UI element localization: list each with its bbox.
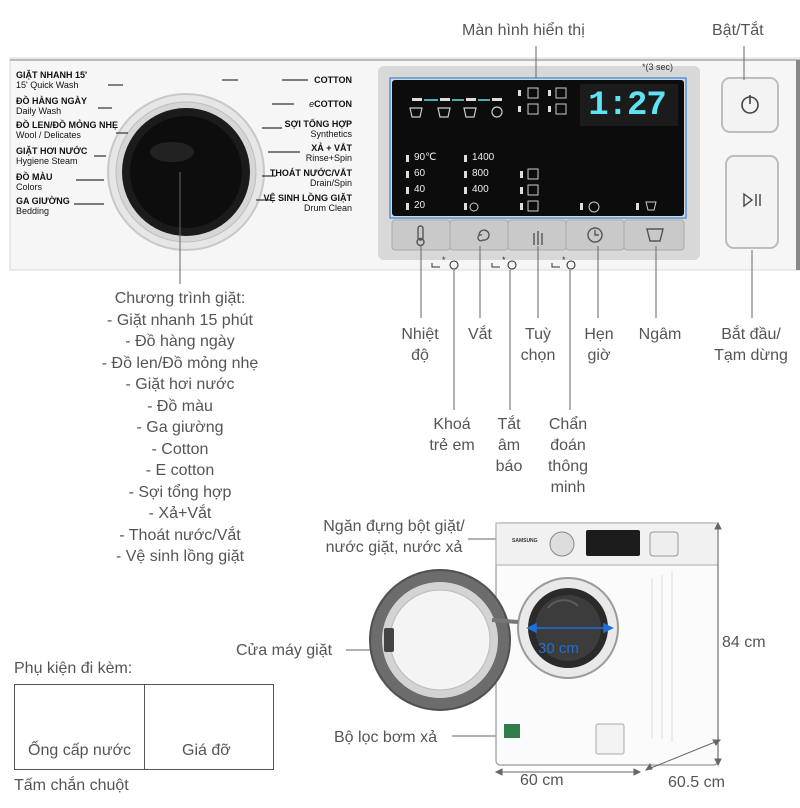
control-buttons[interactable] — [391, 219, 685, 251]
program-item: - Giặt hơi nước — [125, 376, 235, 393]
door-diameter-label: 30 cm — [538, 640, 579, 657]
program-item: - Đồ hàng ngày — [125, 333, 235, 350]
dial-label-daily-wash: ĐỒ HÀNG NGÀY Daily Wash — [16, 96, 88, 116]
program-list-title: Chương trình giặt: — [114, 290, 246, 307]
three-sec-note: *(3 sec) — [642, 62, 674, 72]
child-lock-label: Khoá trẻ em — [429, 416, 475, 454]
program-item: - Đồ len/Đồ mỏng nhẹ — [101, 354, 259, 372]
temp-20: 20 — [414, 200, 426, 211]
door-label: Cửa máy giặt — [236, 642, 333, 659]
dial-label-drum-clean: VỆ SINH LỒNG GIẶT Drum Clean — [263, 193, 352, 213]
start-pause-button[interactable] — [725, 155, 779, 249]
program-item: - Vệ sinh lồng giặt — [115, 548, 245, 565]
options-label: Tuỳ chọn — [520, 326, 556, 364]
svg-text:*: * — [502, 255, 506, 265]
cycle-icons — [409, 106, 503, 118]
dial-label-colors: ĐỒ MÀU Colors — [16, 172, 53, 192]
spin-400: 400 — [472, 184, 489, 195]
accessory-mouse-guard: Tấm chắn chuột — [14, 777, 129, 794]
program-item: - Xả+Vắt — [148, 505, 212, 522]
dial-label-steam: GIẶT HƠI NƯỚC Hygiene Steam — [16, 146, 88, 166]
dial-ticks — [74, 79, 308, 205]
brand-logo: SAMSUNG — [512, 538, 538, 544]
accessories-title: Phụ kiện đi kèm: — [14, 660, 133, 677]
power-label: Bật/Tắt — [712, 22, 764, 39]
start-pause-label: Bắt đầu/ Tạm dừng — [714, 326, 788, 364]
program-item: - Thoát nước/Vắt — [119, 526, 241, 544]
accessory-water-hose: Ống cấp nước — [28, 742, 132, 759]
dial-label-rinse-spin: XẢ + VẮT Rinse+Spin — [305, 143, 352, 163]
hold-brackets — [431, 263, 560, 268]
drain-filter-label: Bộ lọc bơm xả — [334, 729, 437, 746]
spin-label: Vắt — [467, 326, 492, 343]
dial-label-cotton: COTTON — [314, 75, 352, 85]
smart-check-label: Chẩn đoán thông minh — [547, 416, 589, 496]
temperature-label: Nhiệt độ — [401, 326, 439, 364]
height-dimension: 84 cm — [722, 634, 766, 651]
timer-label: Hẹn giờ — [584, 326, 614, 364]
program-item: - Đồ màu — [147, 397, 213, 415]
program-item: - E cotton — [145, 462, 215, 479]
dial-label-bedding: GA GIƯỜNG Bedding — [16, 196, 70, 216]
status-icons — [518, 87, 567, 115]
display-outline — [389, 77, 687, 219]
sound-off-label: Tắt âm báo — [495, 416, 523, 475]
power-button[interactable] — [721, 77, 779, 133]
dial-label-wool: ĐỒ LEN/ĐỒ MỎNG NHẸ Wool / Delicates — [16, 120, 119, 140]
cycle-indicators — [412, 98, 502, 101]
program-item: - Sợi tổng hợp — [128, 483, 232, 501]
program-dial[interactable] — [107, 93, 265, 251]
dimension-lines — [494, 521, 722, 776]
dial-label-synthetics: SỢI TỔNG HỢP Synthetics — [284, 119, 352, 139]
door-diameter-arrow — [526, 622, 614, 634]
soak-label: Ngâm — [638, 326, 682, 343]
display-label: Màn hình hiển thị — [462, 22, 585, 39]
width-dimension: 60 cm — [520, 772, 564, 789]
depth-dimension: 60.5 cm — [668, 774, 725, 791]
button-icons — [416, 225, 664, 247]
svg-text:*: * — [562, 255, 566, 265]
spin-800: 800 — [472, 168, 489, 179]
svg-text:*: * — [442, 255, 446, 265]
temp-90: 90℃ — [414, 152, 437, 163]
led-bars — [406, 155, 639, 210]
program-list: Chương trình giặt: - Giặt nhanh 15 phút … — [60, 288, 300, 568]
spin-1400: 1400 — [472, 152, 495, 163]
accessory-bracket: Giá đỡ — [182, 742, 231, 759]
temp-40: 40 — [414, 184, 426, 195]
program-item: - Giặt nhanh 15 phút — [107, 311, 253, 329]
dial-label-ecotton: eCOTTON — [309, 99, 352, 109]
program-item: - Cotton — [151, 440, 209, 458]
accessories-divider — [144, 684, 145, 770]
dial-label-drain-spin: THOÁT NƯỚC/VẮT Drain/Spin — [269, 168, 352, 188]
temp-60: 60 — [414, 168, 426, 179]
option-icons — [469, 168, 657, 213]
program-item: - Ga giường — [136, 419, 224, 436]
display-time: 1:27 — [588, 87, 667, 125]
detergent-drawer-label: Ngăn đựng bột giặt/ nước giặt, nước xả — [323, 518, 465, 556]
dial-label-quick-wash: GIẶT NHANH 15' 15' Quick Wash — [16, 70, 88, 90]
